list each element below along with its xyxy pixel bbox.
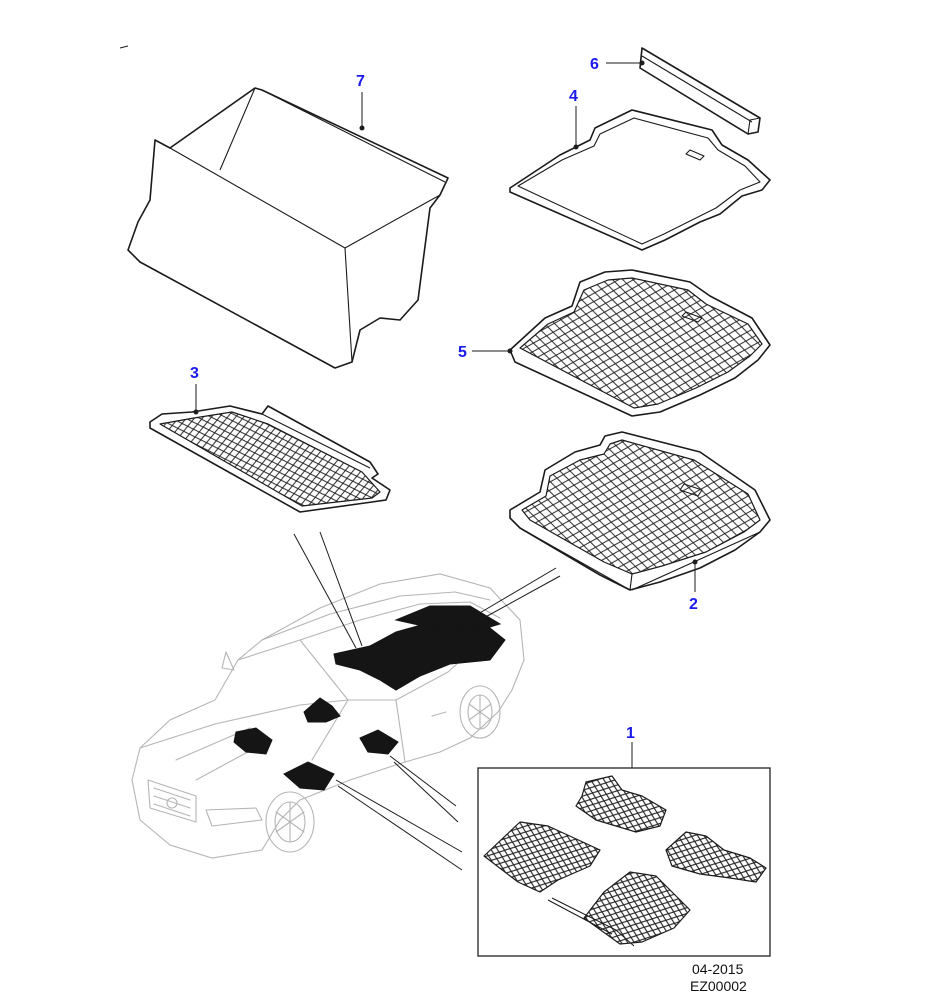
highlight-mat-front-left (233, 727, 273, 755)
connector-lines (293, 531, 561, 871)
corner-mark (119, 45, 129, 49)
callout-6: 6 (590, 56, 599, 73)
highlight-rear-seat-area (333, 619, 506, 691)
callout-2-group: 2 (689, 559, 698, 613)
highlight-mat-front-right (303, 697, 341, 723)
callout-3-group: 3 (190, 365, 199, 415)
callout-3: 3 (190, 365, 199, 382)
loadspace-liner-part-7 (127, 87, 449, 369)
rear-seat-tray-part-3 (149, 405, 391, 513)
highlight-mat-rear-right (359, 729, 399, 755)
callout-5-group: 5 (458, 344, 513, 361)
callout-4: 4 (569, 88, 578, 105)
loadspace-rubber-mat-part-5 (509, 269, 771, 417)
callout-1: 1 (626, 725, 635, 742)
callout-7: 7 (356, 73, 365, 90)
callout-5: 5 (458, 344, 467, 361)
loadspace-carpet-part-4 (509, 109, 771, 251)
callout-7-group: 7 (356, 73, 365, 131)
vehicle-outline (131, 573, 525, 859)
floor-mats-frame-part-1 (477, 767, 771, 957)
callout-2: 2 (689, 596, 698, 613)
highlight-boot-area (394, 605, 502, 631)
callout-6-group: 6 (590, 56, 645, 73)
highlight-mat-rear-left (283, 761, 335, 791)
callout-4-group: 4 (569, 88, 579, 150)
caption-code: EZ00002 (690, 978, 747, 994)
caption-date: 04-2015 (692, 961, 744, 977)
luggage-tray-part-2 (509, 431, 771, 591)
callout-1-group: 1 (626, 725, 635, 768)
